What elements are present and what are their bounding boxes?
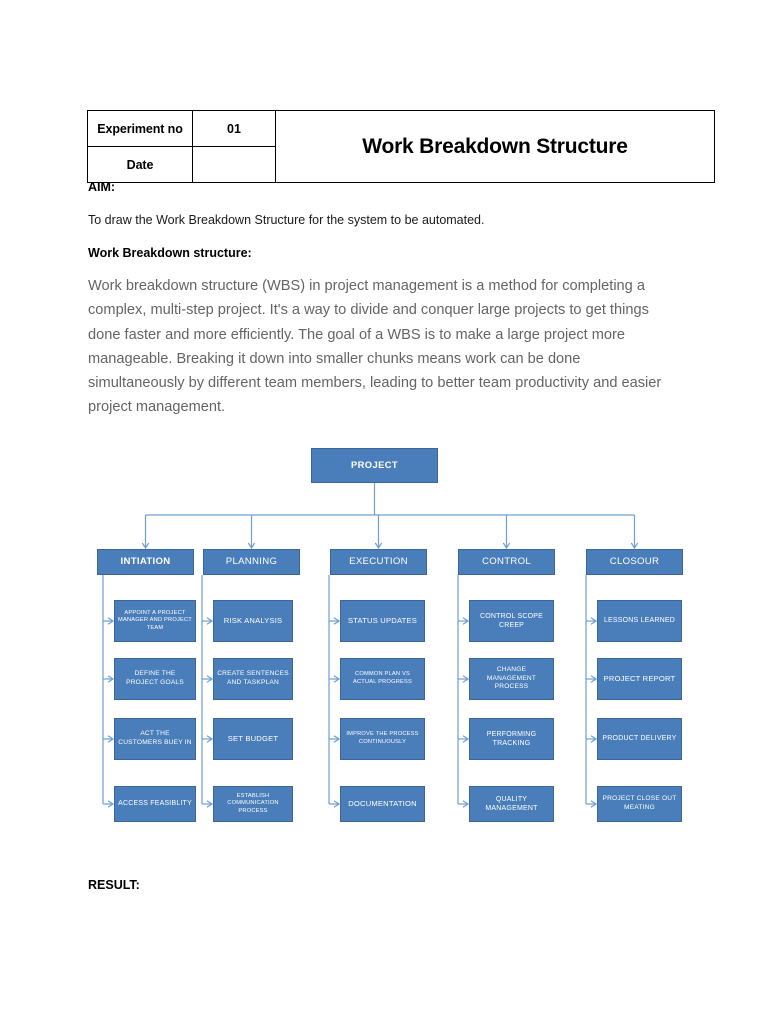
task-node-execution-2[interactable]: COMMON PLAN VS ACTUAL PROGRESS [340,658,425,700]
wbs-heading: Work Breakdown structure: [88,246,252,260]
task-node-execution-1[interactable]: STATUS UPDATES [340,600,425,642]
experiment-no-label: Experiment no [87,110,193,147]
phase-node-intiation[interactable]: INTIATION [97,549,194,575]
page-title: Work Breakdown Structure [275,110,715,183]
task-node-control-4[interactable]: QUALITY MANAGEMENT [469,786,554,822]
table-row: Experiment no 01 Work Breakdown Structur… [87,110,715,183]
task-node-closour-4[interactable]: PROJECT CLOSE OUT MEATING [597,786,682,822]
date-value [192,146,276,183]
task-node-control-2[interactable]: CHANGE MANAGEMENT PROCESS [469,658,554,700]
wbs-diagram: PROJECT INTIATION APPOINT A PROJECT MANAGE… [0,430,768,840]
wbs-root-node[interactable]: PROJECT [311,448,438,483]
task-node-execution-3[interactable]: IMPROVE THE PROCESS CONTINUOUSLY [340,718,425,760]
experiment-no-value: 01 [192,110,276,147]
task-node-planning-1[interactable]: RISK ANALYSIS [213,600,293,642]
aim-heading: AIM: [88,180,116,194]
table-row: Date [87,146,715,183]
task-node-intiation-3[interactable]: ACT THE CUSTOMERS BUEY IN [114,718,196,760]
aim-description: To draw the Work Breakdown Structure for… [88,213,485,227]
task-node-closour-1[interactable]: LESSONS LEARNED [597,600,682,642]
phase-node-planning[interactable]: PLANNING [203,549,300,575]
task-node-closour-3[interactable]: PRODUCT DELIVERY [597,718,682,760]
diagram-connectors [102,483,639,808]
task-node-control-3[interactable]: PERFORMING TRACKING [469,718,554,760]
task-node-planning-3[interactable]: SET BUDGET [213,718,293,760]
task-node-execution-4[interactable]: DOCUMENTATION [340,786,425,822]
phase-node-closour[interactable]: CLOSOUR [586,549,683,575]
task-node-intiation-4[interactable]: ACCESS FEASIBLITY [114,786,196,822]
task-node-planning-4[interactable]: ESTABLISH COMMUNICATION PROCESS [213,786,293,822]
task-node-planning-2[interactable]: CREATE SENTENCES AND TASKPLAN [213,658,293,700]
date-label: Date [87,146,193,183]
task-node-intiation-2[interactable]: DEFINE THE PROJECT GOALS [114,658,196,700]
result-heading: RESULT: [88,878,140,892]
task-node-closour-2[interactable]: PROJECT REPORT [597,658,682,700]
wbs-paragraph: Work breakdown structure (WBS) in projec… [88,278,662,416]
experiment-header-table: Experiment no 01 Work Breakdown Structur… [87,110,715,183]
task-node-intiation-1[interactable]: APPOINT A PROJECT MANAGER AND PROJECT TE… [114,600,196,642]
task-node-control-1[interactable]: CONTROL SCOPE CREEP [469,600,554,642]
phase-node-control[interactable]: CONTROL [458,549,555,575]
phase-node-execution[interactable]: EXECUTION [330,549,427,575]
